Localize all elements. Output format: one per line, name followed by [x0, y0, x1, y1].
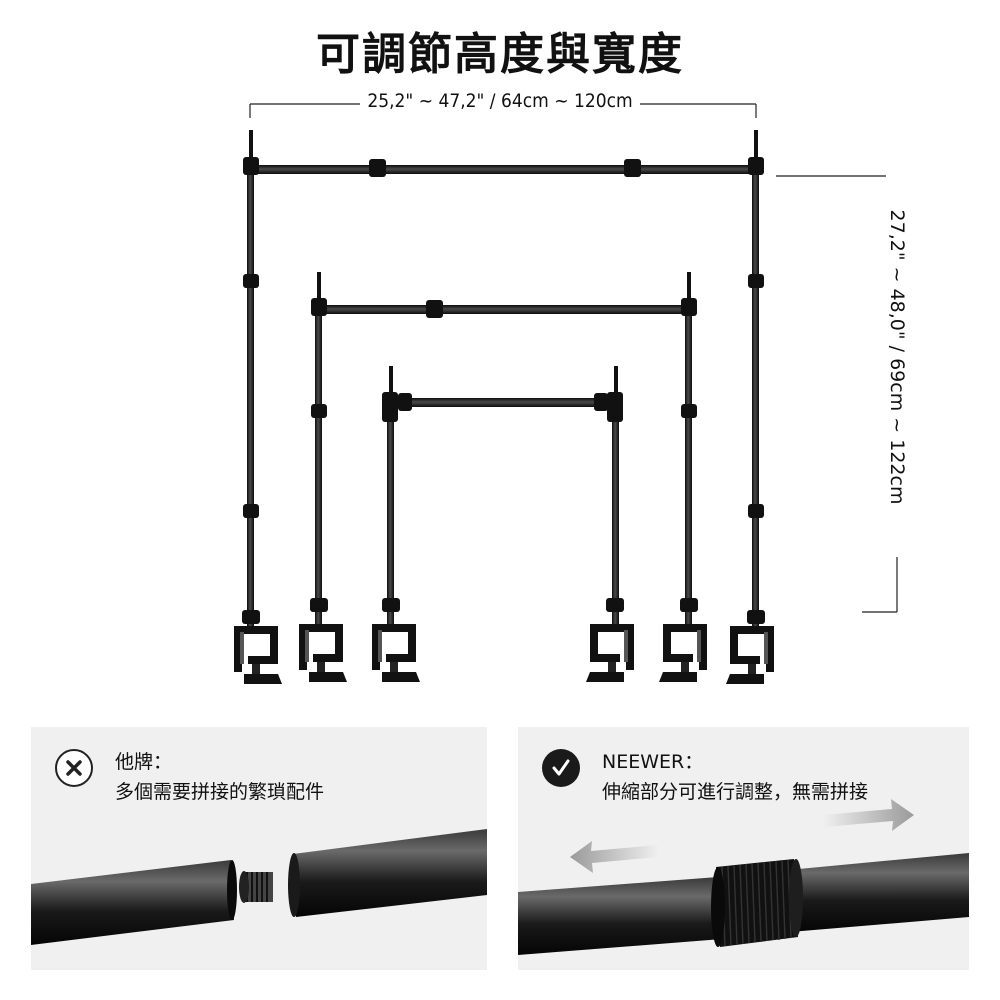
other-brand-title: 他牌： — [115, 751, 173, 773]
width-range-label: 25,2" ~ 47,2" / 64cm ~ 120cm — [360, 90, 640, 112]
stands-illustration — [234, 130, 774, 684]
small-stand — [372, 366, 634, 682]
other-brand-description: 多個需要拼接的繁瑣配件 — [115, 781, 325, 803]
threaded-tube-illustration — [31, 829, 487, 945]
medium-stand — [299, 272, 707, 682]
x-icon — [55, 749, 93, 787]
arrow-left-icon — [570, 841, 659, 873]
telescopic-tube-illustration — [518, 799, 969, 955]
arrow-right-icon — [823, 799, 914, 831]
other-brand-panel: 他牌： 多個需要拼接的繁瑣配件 — [31, 727, 487, 970]
neewer-panel: NEEWER： 伸縮部分可進行調整，無需拼接 — [518, 727, 969, 970]
large-stand — [234, 130, 774, 684]
neewer-description: 伸縮部分可進行調整，無需拼接 — [602, 781, 869, 803]
page-title: 可調節高度與寬度 — [316, 29, 684, 80]
check-icon — [542, 749, 580, 787]
neewer-title: NEEWER： — [602, 751, 704, 773]
